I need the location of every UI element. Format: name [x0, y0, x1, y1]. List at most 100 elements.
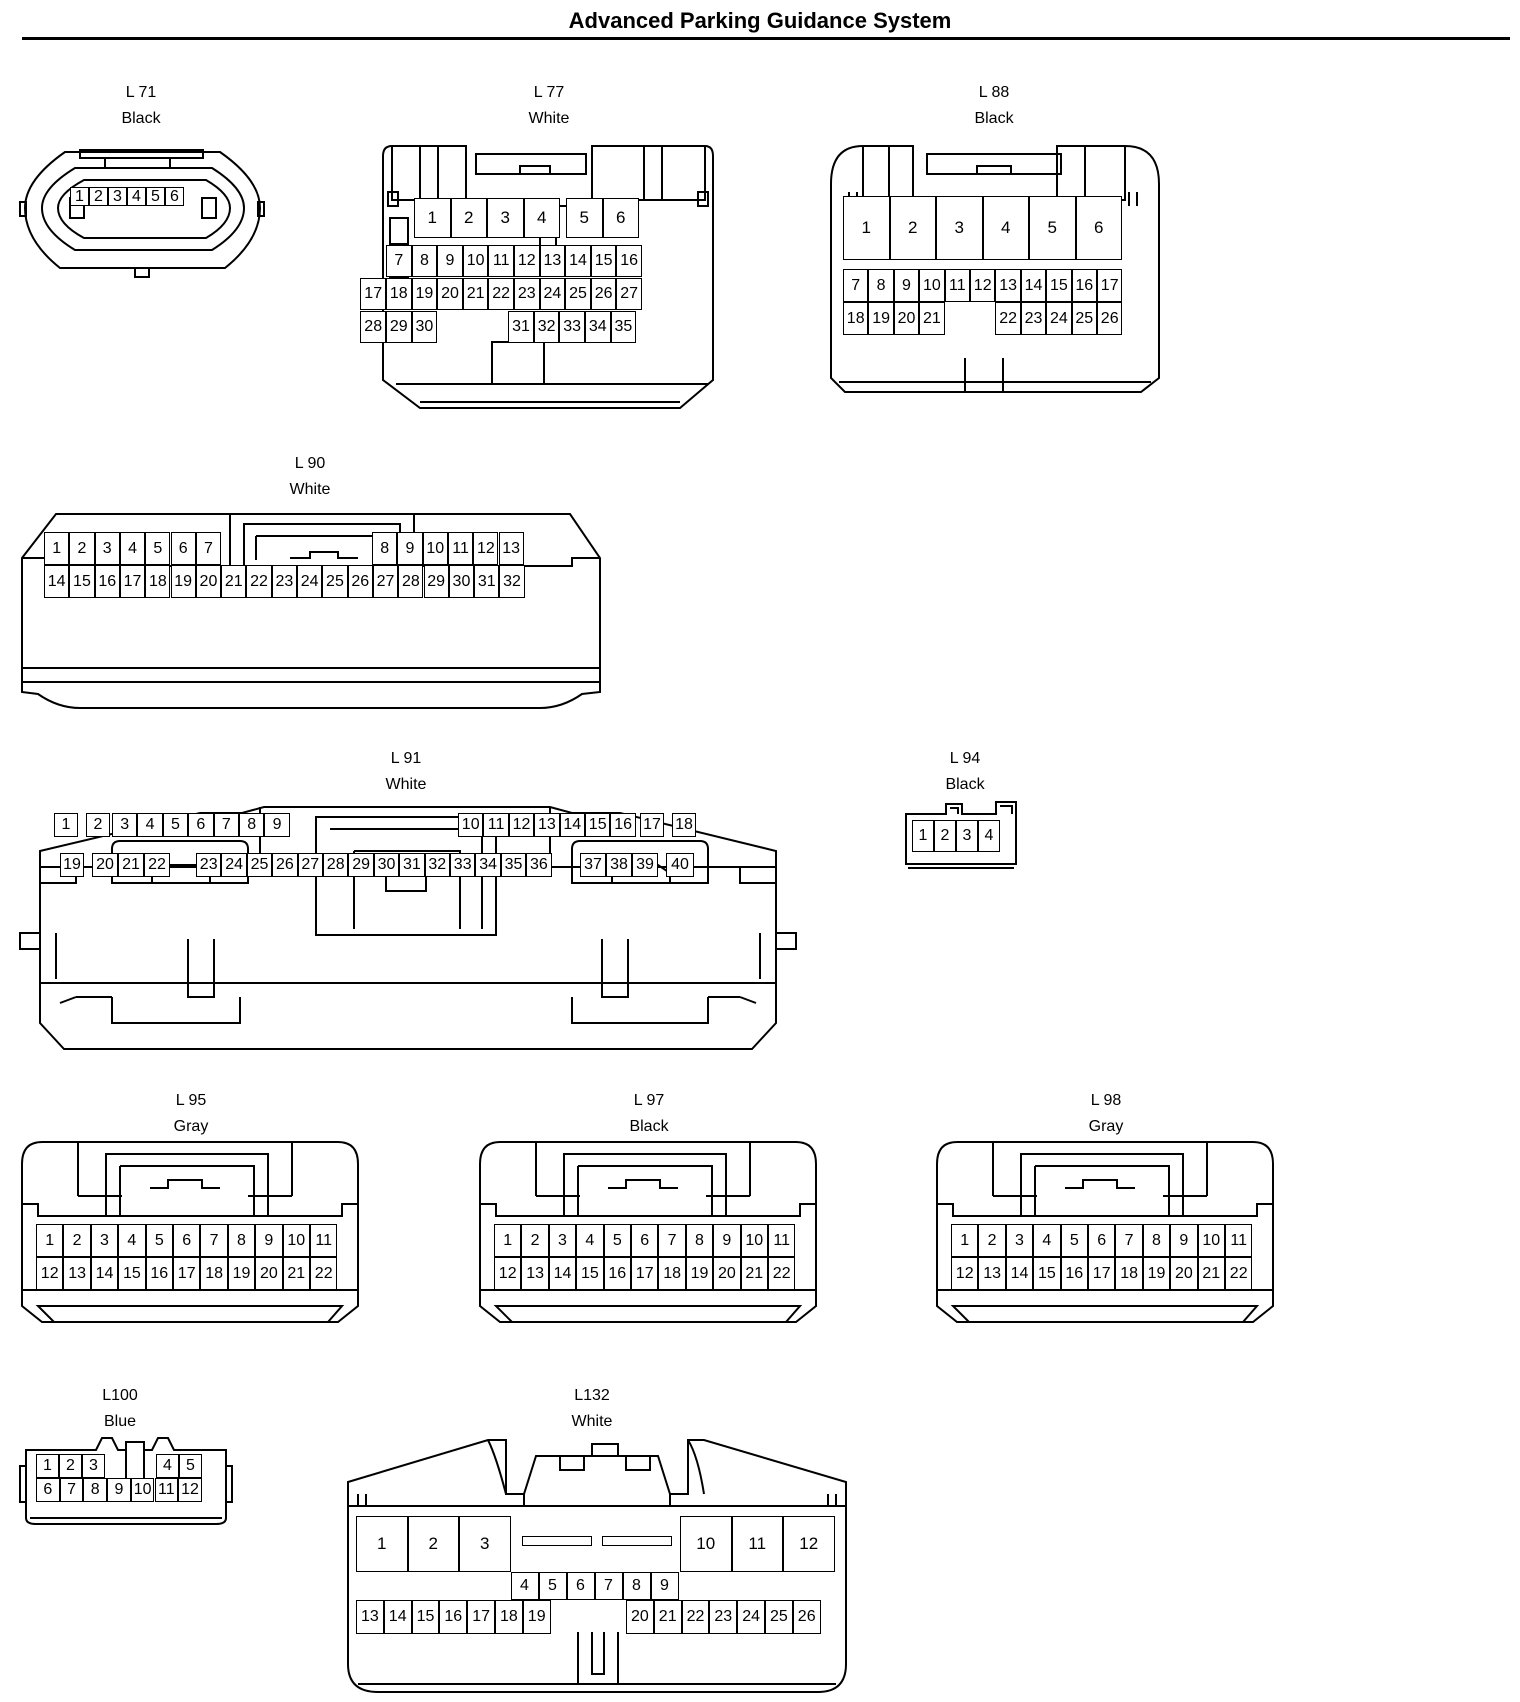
pin-10: 10 [919, 269, 945, 302]
pin-10: 10 [458, 813, 484, 837]
pin-23: 23 [271, 565, 297, 598]
pin-2: 2 [450, 198, 487, 238]
pin-18: 18 [495, 1600, 523, 1634]
pin-27: 27 [297, 853, 323, 877]
pin-7: 7 [59, 1478, 84, 1502]
pin-22: 22 [681, 1600, 710, 1634]
connector-l91-housing [19, 806, 797, 1050]
pin-6: 6 [188, 813, 214, 837]
pin-2: 2 [978, 1224, 1006, 1257]
pin-5: 5 [162, 813, 189, 837]
pin-8: 8 [868, 269, 894, 302]
connector-id: L 90 [294, 455, 326, 472]
pin-2: 2 [89, 187, 108, 206]
pin-22: 22 [310, 1257, 338, 1290]
pin-32: 32 [499, 565, 525, 598]
connector-color: Black [974, 110, 1014, 127]
pin-34: 34 [475, 853, 501, 877]
pin-13: 13 [498, 532, 524, 565]
pin-11: 11 [447, 532, 474, 565]
pin-1: 1 [44, 532, 70, 565]
pin-33: 33 [559, 311, 585, 343]
pin-10: 10 [740, 1224, 768, 1257]
pin-5: 5 [1060, 1224, 1088, 1257]
pin-13: 13 [63, 1257, 91, 1290]
pin-13: 13 [995, 269, 1021, 302]
pin-4: 4 [576, 1224, 604, 1257]
pin-29: 29 [386, 311, 412, 343]
pin-31: 31 [508, 311, 534, 343]
pin-6: 6 [173, 1224, 201, 1257]
pin-6: 6 [165, 187, 184, 206]
pin-11: 11 [731, 1516, 783, 1572]
pin-21: 21 [1197, 1257, 1225, 1290]
pin-16: 16 [616, 245, 642, 277]
connector-color: Blue [103, 1413, 137, 1430]
pin-5: 5 [603, 1224, 631, 1257]
pin-12: 12 [508, 813, 535, 837]
keying-slot [522, 1536, 592, 1546]
pin-22: 22 [768, 1257, 796, 1290]
pin-19: 19 [60, 853, 84, 877]
connector-label-l98: L 98 Gray [996, 1088, 1216, 1140]
connector-id: L132 [574, 1387, 610, 1404]
connector-id: L 97 [633, 1092, 665, 1109]
pin-13: 13 [534, 813, 560, 837]
pin-25: 25 [565, 278, 591, 310]
pin-4: 4 [127, 187, 146, 206]
pin-26: 26 [347, 565, 373, 598]
pin-8: 8 [83, 1478, 108, 1502]
pin-1: 1 [912, 820, 934, 852]
pin-20: 20 [626, 1600, 654, 1634]
connector-label-l71: L 71 Black [31, 80, 251, 132]
pin-8: 8 [411, 245, 438, 277]
pin-30: 30 [411, 311, 438, 343]
connector-label-l94: L 94 Black [855, 746, 1075, 798]
pin-25: 25 [765, 1600, 793, 1634]
pin-16: 16 [603, 1257, 631, 1290]
pin-27: 27 [372, 565, 399, 598]
pin-24: 24 [737, 1600, 765, 1634]
connector-color: Gray [1088, 1118, 1124, 1135]
pin-35: 35 [500, 853, 527, 877]
pin-19: 19 [868, 302, 894, 335]
pin-24: 24 [297, 565, 323, 598]
pin-26: 26 [792, 1600, 821, 1634]
connector-label-l132: L132 White [482, 1383, 702, 1435]
pin-17: 17 [467, 1600, 495, 1634]
pin-17: 17 [631, 1257, 659, 1290]
pin-29: 29 [348, 853, 374, 877]
pin-10: 10 [1197, 1224, 1225, 1257]
pin-6: 6 [170, 532, 196, 565]
pin-1: 1 [356, 1516, 408, 1572]
pin-13: 13 [521, 1257, 549, 1290]
pin-11: 11 [310, 1224, 338, 1257]
pin-9: 9 [437, 245, 463, 277]
pin-12: 12 [951, 1257, 979, 1290]
pin-38: 38 [606, 853, 632, 877]
connector-id: L 88 [978, 84, 1010, 101]
pin-15: 15 [411, 1600, 440, 1634]
connector-label-l77: L 77 White [439, 80, 659, 132]
pin-14: 14 [90, 1257, 119, 1290]
pin-2: 2 [59, 1454, 82, 1478]
connector-l98-housing [936, 1141, 1274, 1323]
pin-35: 35 [610, 311, 637, 343]
pin-5: 5 [145, 1224, 173, 1257]
pin-3: 3 [487, 198, 524, 238]
pin-2: 2 [889, 196, 936, 260]
pin-8: 8 [1142, 1224, 1171, 1257]
pin-5: 5 [179, 1454, 202, 1478]
pin-12: 12 [783, 1516, 835, 1572]
pin-23: 23 [709, 1600, 738, 1634]
pin-3: 3 [1005, 1224, 1034, 1257]
connector-id: L 94 [949, 750, 981, 767]
pin-9: 9 [650, 1572, 679, 1600]
page-title: Advanced Parking Guidance System [568, 8, 952, 33]
pin-15: 15 [118, 1257, 146, 1290]
